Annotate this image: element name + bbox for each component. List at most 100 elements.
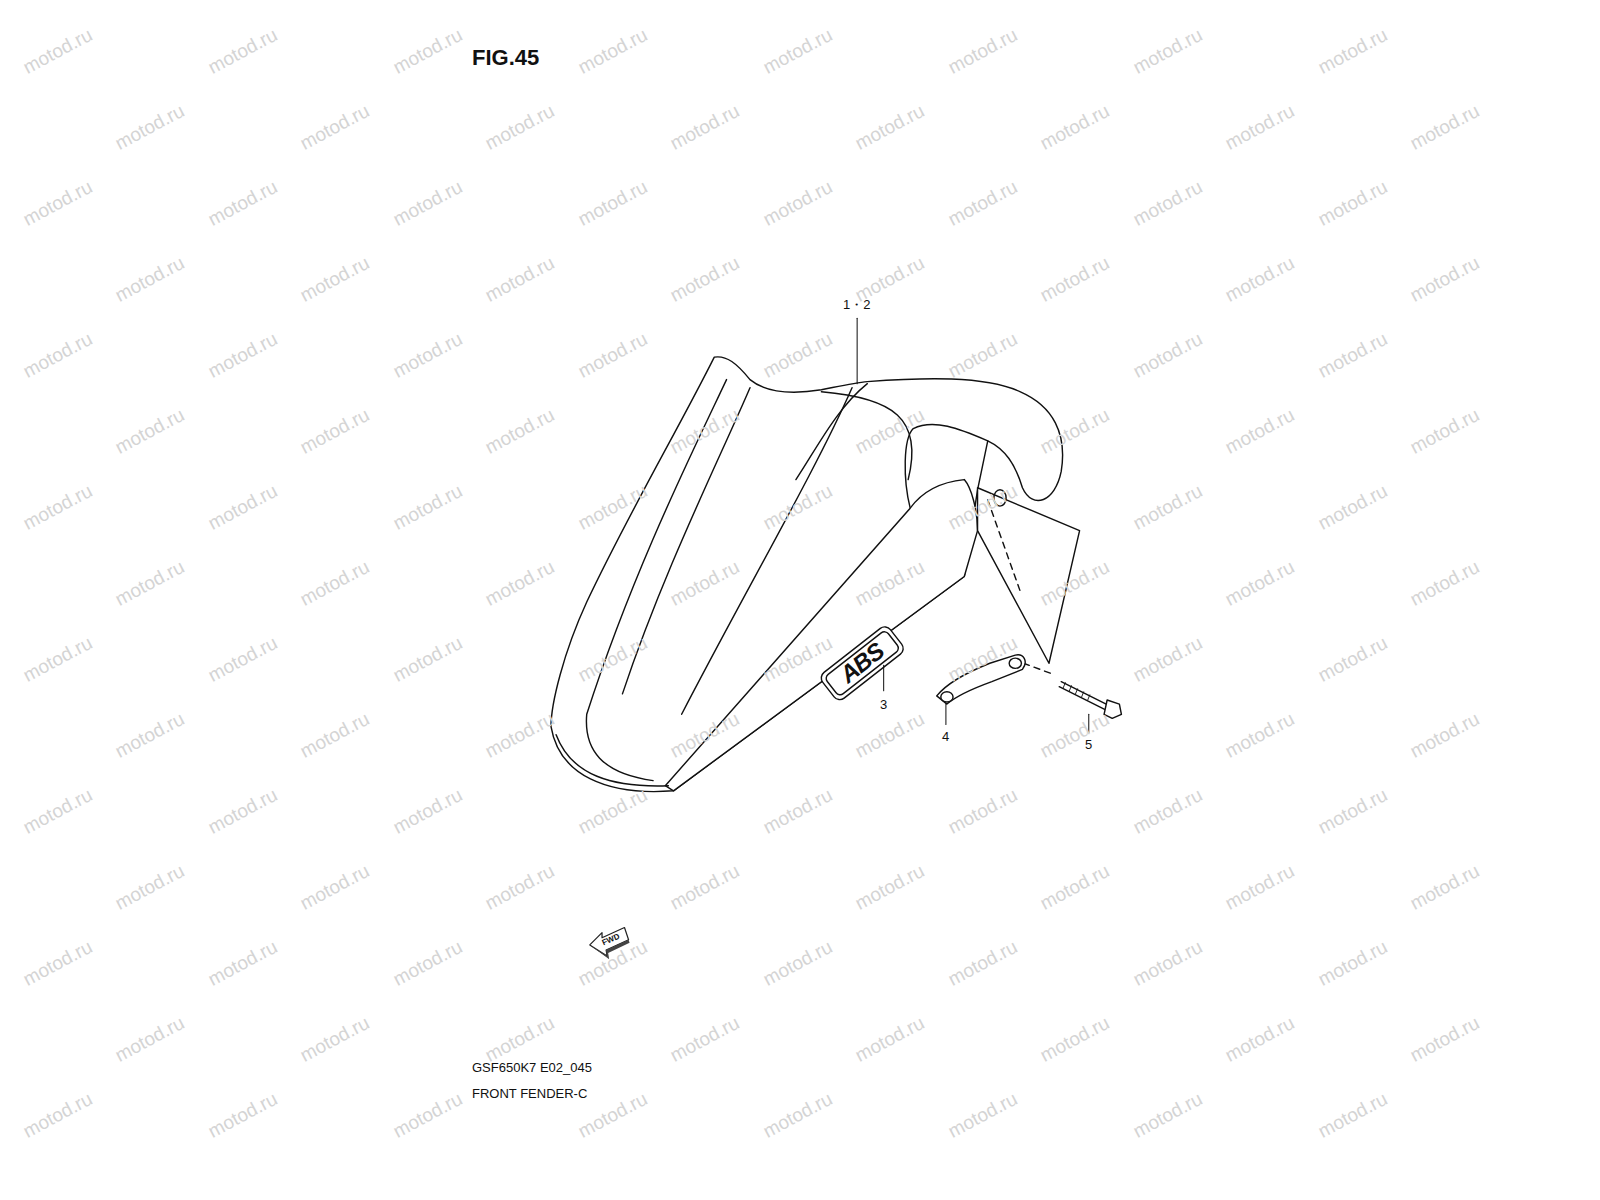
watermark: motod.ru — [1222, 861, 1297, 913]
watermark: motod.ru — [1130, 177, 1205, 229]
watermark: motod.ru — [20, 481, 95, 533]
watermark: motod.ru — [667, 253, 742, 305]
watermark: motod.ru — [1315, 633, 1390, 685]
callout-number: 1・2 — [843, 298, 870, 311]
watermark: motod.ru — [1037, 709, 1112, 761]
fender-skirt — [665, 480, 977, 791]
watermark: motod.ru — [1222, 101, 1297, 153]
watermark: motod.ru — [205, 177, 280, 229]
watermark: motod.ru — [297, 1013, 372, 1065]
watermark: motod.ru — [575, 177, 650, 229]
watermark: motod.ru — [205, 1089, 280, 1141]
bolt — [1059, 682, 1110, 712]
watermark: motod.ru — [297, 861, 372, 913]
watermark: motod.ru — [297, 709, 372, 761]
watermark: motod.ru — [482, 1013, 557, 1065]
watermark: motod.ru — [575, 329, 650, 381]
clamp-hole — [1009, 658, 1021, 668]
watermark: motod.ru — [482, 557, 557, 609]
watermark: motod.ru — [390, 937, 465, 989]
watermark: motod.ru — [760, 177, 835, 229]
watermark: motod.ru — [1315, 177, 1390, 229]
watermark: motod.ru — [1037, 861, 1112, 913]
watermark: motod.ru — [205, 481, 280, 533]
watermark: motod.ru — [390, 1089, 465, 1141]
watermark: motod.ru — [20, 25, 95, 77]
assembly-line — [1023, 663, 1051, 673]
watermark: motod.ru — [205, 633, 280, 685]
watermark: motod.ru — [667, 1013, 742, 1065]
watermark: motod.ru — [1407, 405, 1482, 457]
watermark: motod.ru — [852, 253, 927, 305]
watermark: motod.ru — [297, 253, 372, 305]
assembly-line — [988, 500, 1021, 592]
callout-number: 3 — [880, 698, 887, 711]
watermark: motod.ru — [1222, 709, 1297, 761]
emblem-outline — [818, 624, 906, 703]
watermark: motod.ru — [945, 25, 1020, 77]
callout-number: 5 — [1085, 738, 1092, 751]
watermark: motod.ru — [1315, 481, 1390, 533]
watermark: motod.ru — [297, 405, 372, 457]
watermark: motod.ru — [482, 861, 557, 913]
watermark: motod.ru — [1222, 405, 1297, 457]
watermark: motod.ru — [1407, 861, 1482, 913]
watermark: motod.ru — [390, 481, 465, 533]
watermark: motod.ru — [1407, 101, 1482, 153]
watermark: motod.ru — [945, 1089, 1020, 1141]
caption-text: FRONT FENDER-C — [472, 1087, 587, 1100]
watermark: motod.ru — [945, 785, 1020, 837]
watermark: motod.ru — [1130, 785, 1205, 837]
leader-line — [883, 665, 884, 691]
watermark: motod.ru — [1130, 937, 1205, 989]
watermark: motod.ru — [1407, 1013, 1482, 1065]
watermark: motod.ru — [482, 253, 557, 305]
watermark: motod.ru — [205, 937, 280, 989]
watermark: motod.ru — [390, 177, 465, 229]
watermark: motod.ru — [112, 1013, 187, 1065]
watermark: motod.ru — [482, 101, 557, 153]
callout-number: 4 — [942, 730, 949, 743]
watermark: motod.ru — [112, 861, 187, 913]
watermark: motod.ru — [1037, 101, 1112, 153]
watermark: motod.ru — [760, 1089, 835, 1141]
watermark: motod.ru — [20, 785, 95, 837]
watermark: motod.ru — [1130, 25, 1205, 77]
fender-ridge — [556, 735, 668, 786]
watermark: motod.ru — [667, 861, 742, 913]
watermark: motod.ru — [1315, 25, 1390, 77]
watermark: motod.ru — [1130, 633, 1205, 685]
caption-text: GSF650K7 E02_045 — [472, 1061, 592, 1074]
watermark: motod.ru — [1407, 557, 1482, 609]
figure-title: FIG.45 — [472, 47, 539, 69]
watermark: motod.ru — [1222, 253, 1297, 305]
watermark: motod.ru — [20, 329, 95, 381]
watermark: motod.ru — [1037, 253, 1112, 305]
mount-plate — [978, 488, 1080, 664]
watermark: motod.ru — [20, 633, 95, 685]
watermark: motod.ru — [575, 25, 650, 77]
watermark: motod.ru — [112, 101, 187, 153]
watermark: motod.ru — [1222, 557, 1297, 609]
watermark: motod.ru — [760, 937, 835, 989]
watermark: motod.ru — [1407, 709, 1482, 761]
watermark: motod.ru — [390, 785, 465, 837]
watermark: motod.ru — [1130, 329, 1205, 381]
watermark: motod.ru — [1130, 1089, 1205, 1141]
watermark: motod.ru — [112, 405, 187, 457]
watermark: motod.ru — [390, 25, 465, 77]
watermark: motod.ru — [852, 861, 927, 913]
watermark: motod.ru — [112, 557, 187, 609]
watermark: motod.ru — [760, 329, 835, 381]
watermark: motod.ru — [20, 1089, 95, 1141]
watermark: motod.ru — [945, 177, 1020, 229]
watermark: motod.ru — [297, 557, 372, 609]
fender-ridge — [796, 384, 867, 480]
leader-line — [945, 704, 946, 724]
watermark: motod.ru — [1222, 1013, 1297, 1065]
watermark: motod.ru — [667, 101, 742, 153]
watermark: motod.ru — [20, 937, 95, 989]
watermark: motod.ru — [852, 1013, 927, 1065]
clamp-hole — [941, 692, 953, 702]
